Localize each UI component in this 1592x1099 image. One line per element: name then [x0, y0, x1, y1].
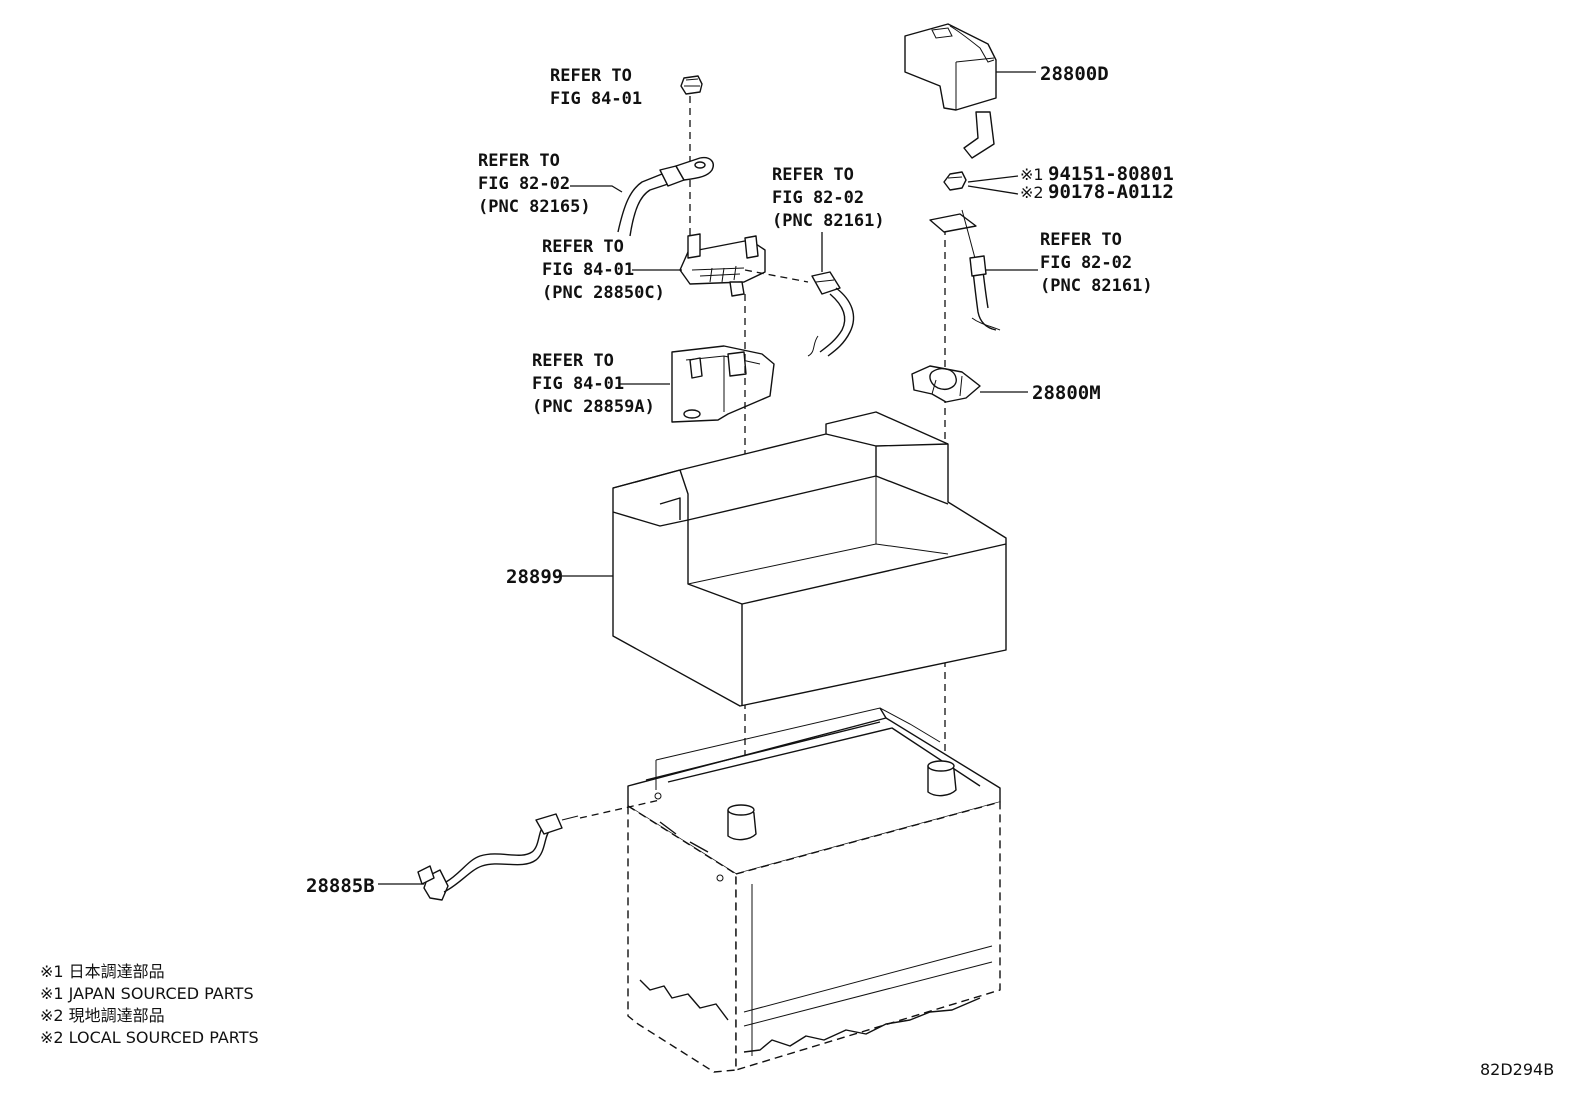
svg-text:※1: ※1: [1020, 165, 1044, 184]
svg-text:(PNC 82161): (PNC 82161): [1040, 276, 1153, 296]
svg-text:REFER TO: REFER TO: [550, 66, 632, 86]
svg-text:94151-80801: 94151-80801: [1048, 163, 1174, 185]
figure-code: 82D294B: [1480, 1060, 1554, 1079]
svg-text:REFER TO: REFER TO: [542, 237, 624, 257]
clamp-28800m[interactable]: [911, 365, 981, 403]
clamp-nut[interactable]: [943, 171, 967, 191]
svg-text:REFER TO: REFER TO: [1040, 230, 1122, 250]
svg-text:※1 JAPAN SOURCED PARTS: ※1 JAPAN SOURCED PARTS: [40, 984, 254, 1003]
refer-label-cable-82161-right: REFER TO FIG 82-02 (PNC 82161): [1040, 230, 1153, 296]
cover-28800d[interactable]: [904, 23, 997, 159]
positive-terminal-28850c[interactable]: [679, 233, 766, 297]
refer-label-cable-82161-left: REFER TO FIG 82-02 (PNC 82161): [772, 165, 885, 231]
svg-text:FIG 84-01: FIG 84-01: [542, 260, 634, 280]
svg-text:FIG 82-02: FIG 82-02: [1040, 253, 1132, 273]
cable-82165[interactable]: [617, 156, 714, 237]
svg-text:FIG 84-01: FIG 84-01: [550, 89, 642, 109]
battery[interactable]: [627, 707, 1001, 1073]
cable-82161-left[interactable]: [807, 271, 855, 357]
svg-text:90178-A0112: 90178-A0112: [1048, 181, 1174, 203]
svg-text:REFER TO: REFER TO: [532, 351, 614, 371]
part-number-28800m[interactable]: 28800M: [1032, 382, 1101, 404]
svg-text:(PNC 82161): (PNC 82161): [772, 211, 885, 231]
svg-text:REFER TO: REFER TO: [478, 151, 560, 171]
svg-text:※1 日本調達部品: ※1 日本調達部品: [40, 962, 165, 981]
cable-82161-right[interactable]: [929, 209, 1001, 331]
terminal-dashed-guide: [744, 269, 809, 283]
sourcing-notes: ※1 日本調達部品 ※1 JAPAN SOURCED PARTS ※2 現地調達…: [40, 962, 259, 1047]
terminal-cover-28859a[interactable]: [671, 345, 775, 423]
refer-label-cover-28859a: REFER TO FIG 84-01 (PNC 28859A): [532, 351, 655, 417]
svg-text:REFER TO: REFER TO: [772, 165, 854, 185]
svg-text:FIG 82-02: FIG 82-02: [772, 188, 864, 208]
insulator-28899[interactable]: [612, 411, 1007, 707]
svg-text:※2: ※2: [1020, 183, 1044, 202]
part-number-28800d[interactable]: 28800D: [1040, 63, 1109, 85]
nut-option-2[interactable]: ※2 90178-A0112: [1020, 181, 1174, 203]
top-nut[interactable]: [680, 75, 703, 95]
svg-text:(PNC 28859A): (PNC 28859A): [532, 397, 655, 417]
refer-label-nut-top: REFER TO FIG 84-01: [550, 66, 642, 109]
svg-text:※2 現地調達部品: ※2 現地調達部品: [40, 1006, 165, 1025]
svg-text:FIG 82-02: FIG 82-02: [478, 174, 570, 194]
svg-text:(PNC 28850C): (PNC 28850C): [542, 283, 665, 303]
svg-text:(PNC 82165): (PNC 82165): [478, 197, 591, 217]
refer-label-terminal-28850c: REFER TO FIG 84-01 (PNC 28850C): [542, 237, 665, 303]
svg-text:※2 LOCAL SOURCED PARTS: ※2 LOCAL SOURCED PARTS: [40, 1028, 259, 1047]
refer-label-cable-82165: REFER TO FIG 82-02 (PNC 82165): [478, 151, 591, 217]
nut-option-1[interactable]: ※1 94151-80801: [1020, 163, 1174, 185]
part-number-28885b[interactable]: 28885B: [306, 875, 375, 897]
part-number-28899[interactable]: 28899: [506, 566, 563, 588]
sensor-dashed-guide: [579, 799, 661, 819]
svg-text:FIG 84-01: FIG 84-01: [532, 374, 624, 394]
sensor-28885b[interactable]: [417, 813, 579, 901]
